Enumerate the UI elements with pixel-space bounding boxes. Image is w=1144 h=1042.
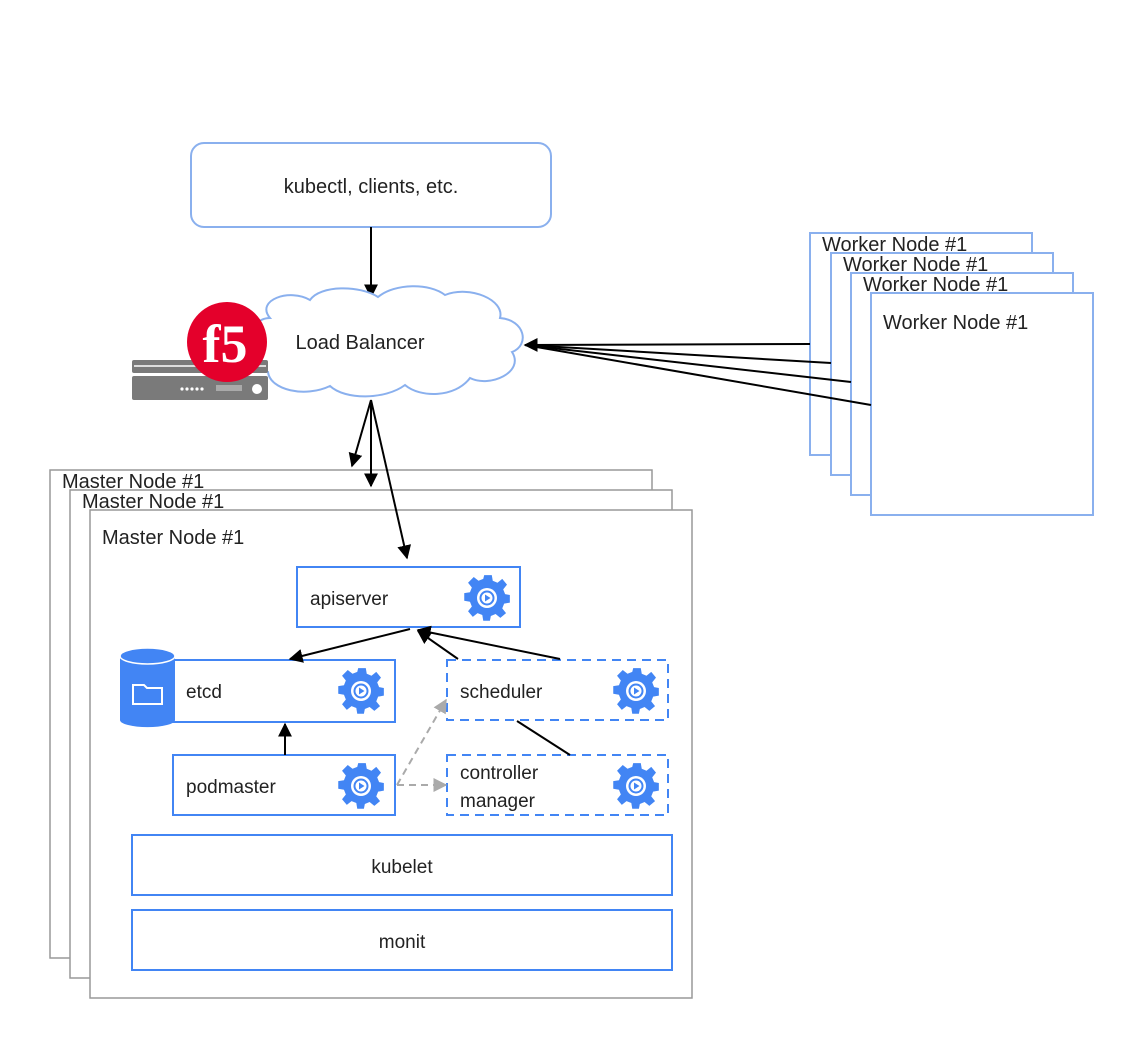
database-icon <box>119 647 176 728</box>
load-balancer-cloud[interactable]: Load Balancer <box>246 285 524 398</box>
apiserver-label: apiserver <box>310 589 389 610</box>
master-node-label: Master Node #1 <box>82 491 224 513</box>
component-arrows <box>278 625 571 756</box>
load-balancer-label: Load Balancer <box>296 332 425 354</box>
kubelet-label: kubelet <box>371 857 433 878</box>
gear-icon <box>338 763 384 809</box>
scheduler-label: scheduler <box>460 682 543 703</box>
scheduler-box[interactable]: scheduler <box>446 659 669 721</box>
worker-node-label: Worker Node #1 <box>843 254 988 276</box>
monit-box[interactable]: monit <box>131 909 673 971</box>
master-node-label: Master Node #1 <box>102 527 244 549</box>
master-node-label: Master Node #1 <box>62 471 204 493</box>
f5-logo-text: f5 <box>203 314 248 374</box>
gear-icon <box>464 575 510 621</box>
etcd-box[interactable]: etcd <box>172 659 396 723</box>
controller-manager-label-line2: manager <box>460 791 536 812</box>
gear-icon <box>338 668 384 714</box>
worker-node-label: Worker Node #1 <box>863 274 1008 296</box>
etcd-label: etcd <box>186 682 222 703</box>
podmaster-box[interactable]: podmaster <box>172 754 396 816</box>
monit-label: monit <box>379 932 426 953</box>
podmaster-label: podmaster <box>186 777 276 798</box>
gear-icon <box>613 763 659 809</box>
kubelet-box[interactable]: kubelet <box>131 834 673 896</box>
folder-icon <box>132 684 163 705</box>
controller-manager-label-line1: controller <box>460 763 539 784</box>
clients-box[interactable]: kubectl, clients, etc. <box>190 142 552 228</box>
worker-node-label: Worker Node #1 <box>883 312 1028 334</box>
apiserver-box[interactable]: apiserver <box>296 566 521 628</box>
worker-node-label: Worker Node #1 <box>822 234 967 256</box>
worker-to-lb-arrows <box>523 337 872 406</box>
worker-node[interactable]: Worker Node #1 <box>870 292 1094 516</box>
podmaster-dashed-arrows <box>396 698 448 792</box>
back-node-labels: Worker Node #1 Worker Node #1 Worker Nod… <box>62 234 1008 513</box>
gear-icon <box>613 668 659 714</box>
lb-to-master-arrows <box>348 399 412 560</box>
controller-manager-box[interactable]: controller manager <box>446 754 669 816</box>
f5-logo: f5 <box>187 302 267 382</box>
clients-label: kubectl, clients, etc. <box>284 176 459 198</box>
